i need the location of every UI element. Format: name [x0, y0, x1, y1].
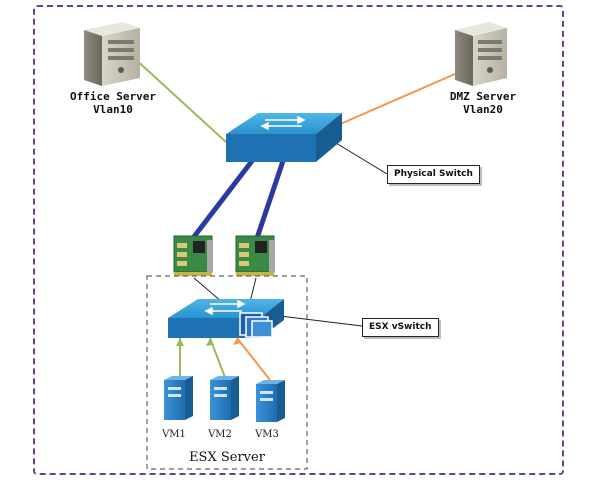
vm1-label: VM1 [162, 429, 186, 440]
dmz-server-label: DMZ Server Vlan20 [428, 90, 538, 116]
dmz-server-vlan: Vlan20 [463, 103, 503, 116]
esx-server-boundary [146, 275, 308, 470]
office-link [132, 56, 227, 143]
dmz-link [337, 73, 456, 126]
physical-switch-icon [226, 113, 342, 162]
office-server-vlan: Vlan10 [93, 103, 133, 116]
esx-vswitch-callout: ESX vSwitch [362, 318, 439, 337]
esx-server-label: ESX Server [189, 450, 265, 465]
uplink-1 [191, 159, 254, 240]
outer-dashed-frame [33, 5, 564, 475]
nic-card-1-icon [173, 235, 213, 276]
office-server-name: Office Server [69, 90, 157, 103]
vm3-icon [256, 380, 285, 422]
vm3-label: VM3 [255, 429, 279, 440]
vm2-label: VM2 [208, 429, 232, 440]
vswitch-icon [168, 299, 284, 338]
vm1-icon [164, 376, 193, 420]
office-server-icon [84, 22, 140, 86]
dmz-server-icon [455, 22, 507, 86]
vm2-icon [210, 376, 239, 420]
nic-card-2-icon [235, 235, 275, 276]
office-server-label: Office Server Vlan10 [58, 90, 168, 116]
dmz-server-name: DMZ Server [449, 90, 517, 103]
physical-switch-callout: Physical Switch [387, 165, 480, 184]
uplink-2 [254, 160, 286, 239]
